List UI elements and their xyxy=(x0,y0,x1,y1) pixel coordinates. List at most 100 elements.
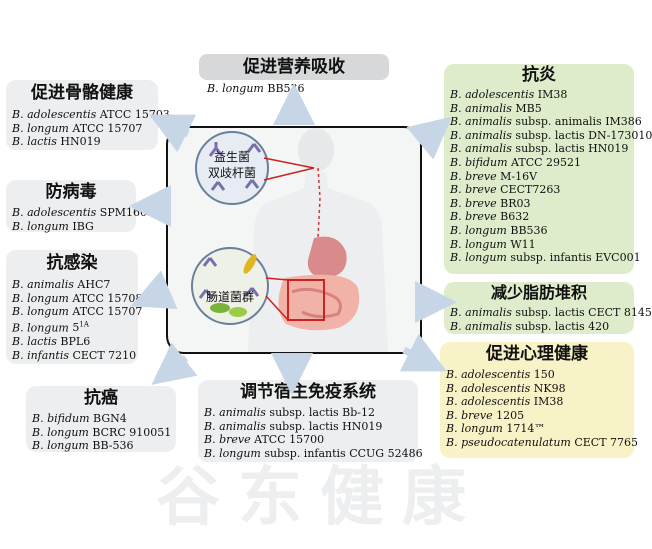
gut-flora-label: 肠道菌群 xyxy=(205,290,254,304)
strain-id: subsp. lactis DN-173010 xyxy=(511,128,652,142)
strain-species: B. longum xyxy=(450,251,507,265)
panel-antiinflammatory-title: 抗炎 xyxy=(522,65,556,85)
strain-item: B. bifidum BGN4 xyxy=(32,412,170,426)
strain-species: B. longum xyxy=(204,446,261,460)
strain-item: B. longum BB-536 xyxy=(32,439,170,453)
strain-id: 51A xyxy=(68,320,89,335)
panel-anticancer-title: 抗癌 xyxy=(84,388,118,408)
strain-species: B. longum xyxy=(12,305,69,319)
probiotic-label-1: 益生菌 xyxy=(213,150,250,164)
strain-id: BB536 xyxy=(506,223,548,237)
strain-id: BCRC 910051 xyxy=(88,425,172,439)
strain-item: B. infantis CECT 7210 xyxy=(12,348,136,363)
strain-item: B. breve 1205 xyxy=(446,409,628,423)
strain-species: B. breve xyxy=(450,183,497,197)
strain-id: ATCC 15708 xyxy=(68,291,143,305)
strain-item: B. animalis subsp. lactis DN-173010 xyxy=(450,129,652,143)
strain-species: B. breve xyxy=(450,210,497,224)
strain-species: B. breve xyxy=(204,433,251,447)
strain-item: B. animalis subsp. lactis Bb-12 xyxy=(204,406,412,420)
strain-item: B. animalis subsp. lactis HN019 xyxy=(204,420,412,434)
strain-species: B. longum xyxy=(12,121,69,135)
strain-id: IBG xyxy=(68,219,94,233)
strain-item: B. longum ATCC 15707 xyxy=(12,305,142,319)
strain-id: subsp. infantis CCUG 52486 xyxy=(260,446,423,460)
panel-nutrient-items: B. longum BB536 xyxy=(199,82,389,96)
strain-id: IM38 xyxy=(534,88,568,101)
watermark-text: 谷东健康 xyxy=(156,461,484,535)
strain-species: B. longum xyxy=(32,425,89,439)
strain-item: B. lactis BPL6 xyxy=(12,335,132,349)
strain-id: AHC7 xyxy=(73,278,111,291)
strain-species: B. adolescentis xyxy=(12,108,97,121)
strain-species: B. animalis xyxy=(450,101,512,115)
strain-item: B. animalis subsp. lactis CECT 8145 xyxy=(450,306,652,320)
strain-item: B. longum 51A xyxy=(12,319,132,335)
strain-item: B. breve CECT7263 xyxy=(450,183,628,197)
strain-species: B. longum xyxy=(32,439,89,453)
strain-item: B. longum ATCC 15708 xyxy=(12,292,142,306)
center-illustration: 益生菌 双歧杆菌 肠道菌群 xyxy=(166,126,422,354)
strain-id: subsp. lactis HN019 xyxy=(511,142,629,156)
strain-id: M-16V xyxy=(496,169,538,183)
strain-id: IM38 xyxy=(530,395,564,409)
strain-species: B. infantis xyxy=(12,348,69,362)
panel-bone: 促进骨骼健康 B. adolescentis ATCC 15703 B. long… xyxy=(6,80,170,150)
strain-species: B. adolescentis xyxy=(446,395,531,409)
strain-item: B. breve ATCC 15700 xyxy=(204,433,412,447)
strain-item: B. lactis HN019 xyxy=(12,135,152,149)
strain-id: subsp. lactis HN019 xyxy=(265,419,383,433)
strain-item: B. longum BB536 xyxy=(450,224,628,238)
strain-id: 150 xyxy=(530,368,555,381)
strain-id: CECT 7765 xyxy=(570,435,639,449)
strain-id: subsp. infantis EVC001 xyxy=(506,251,641,265)
strain-species: B. longum xyxy=(446,422,503,436)
arrow-antiinflammatory xyxy=(406,116,453,160)
strain-item: B. adolescentis NK98 xyxy=(446,382,628,396)
strain-item: B. longum BB536 xyxy=(207,82,389,96)
strain-item: B. adolescentis 150 xyxy=(446,368,628,382)
arrow-anticancer xyxy=(151,342,198,385)
strain-item: B. pseudocatenulatum CECT 7765 xyxy=(446,436,638,450)
panel-bone-title: 促进骨骼健康 xyxy=(31,83,133,103)
strain-item: B. breve B632 xyxy=(450,210,628,224)
strain-species: B. animalis xyxy=(12,278,74,291)
strain-id: 1205 xyxy=(492,408,525,422)
strain-species: B. longum xyxy=(12,219,69,233)
panel-mental-title: 促进心理健康 xyxy=(486,344,588,364)
strain-id: ATCC 29521 xyxy=(507,155,582,169)
strain-species: B. longum xyxy=(207,82,264,95)
panel-immune: 调节宿主免疫系统 B. animalis subsp. lactis Bb-12… xyxy=(198,380,423,462)
strain-species: B. lactis xyxy=(12,335,57,349)
strain-id: MB5 xyxy=(511,101,542,115)
strain-id: ATCC 15703 xyxy=(96,108,170,121)
strain-id: BB536 xyxy=(263,82,305,95)
strain-item: B. adolescentis IM38 xyxy=(450,88,628,102)
strain-species: B. breve xyxy=(450,196,497,210)
strain-species: B. lactis xyxy=(12,135,57,149)
strain-id: SPM1605 xyxy=(96,206,155,219)
strain-id: CECT7263 xyxy=(496,183,561,197)
strain-item: B. animalis subsp. animalis IM386 xyxy=(450,115,642,129)
strain-species: B. animalis xyxy=(450,306,512,319)
panel-antivirus-title: 防病毒 xyxy=(45,182,97,202)
strain-item: B. animalis subsp. lactis HN019 xyxy=(450,142,628,156)
strain-id: ATCC 15700 xyxy=(250,433,325,447)
strain-id: subsp. lactis 420 xyxy=(511,319,610,333)
strain-item: B. longum W11 xyxy=(450,238,628,252)
strain-id: subsp. lactis CECT 8145 xyxy=(511,306,652,319)
strain-item: B. animalis MB5 xyxy=(450,102,628,116)
strain-id: NK98 xyxy=(530,381,566,395)
strain-species: B. animalis xyxy=(450,319,512,333)
strain-item: B. bifidum ATCC 29521 xyxy=(450,156,628,170)
strain-item: B. adolescentis IM38 xyxy=(446,395,628,409)
panel-immune-title: 调节宿主免疫系统 xyxy=(240,382,376,402)
